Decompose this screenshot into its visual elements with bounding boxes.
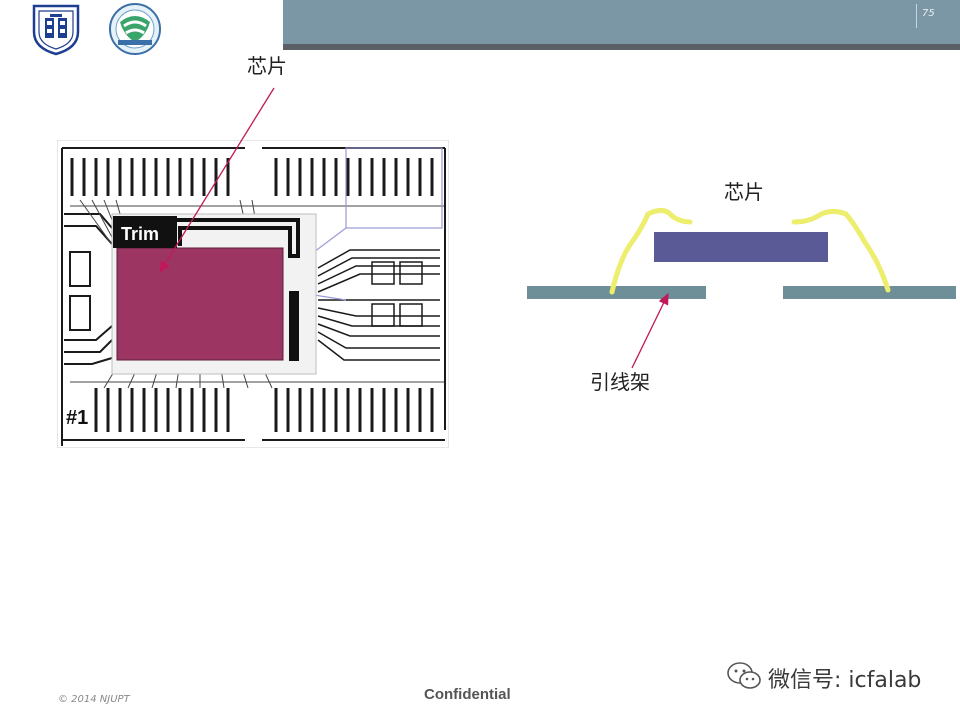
- lead-frame-left-segment: [527, 286, 706, 299]
- header-divider: [916, 4, 917, 28]
- chip-label-cross-section: 芯片: [724, 180, 764, 204]
- slide-number: 75: [922, 8, 935, 19]
- package-top-view: Trim #1: [57, 140, 449, 448]
- bond-wire-left: [609, 208, 693, 295]
- chip-label-top: 芯片: [247, 54, 287, 78]
- chip-die: [116, 247, 284, 361]
- package-cross-section: [527, 208, 956, 299]
- footer-confidential: Confidential: [424, 686, 511, 703]
- society-logo-icon: [109, 3, 161, 55]
- die-frame-right: [289, 291, 299, 361]
- trim-label: Trim: [121, 224, 159, 244]
- footer-copyright: © 2014 NJUPT: [58, 694, 130, 705]
- bond-wire-right: [791, 208, 891, 293]
- wechat-icon: [727, 662, 761, 689]
- lead-frame-right-segment: [783, 286, 956, 299]
- header-bar: [283, 0, 960, 44]
- lead-frame-label: 引线架: [590, 370, 650, 394]
- bottom-leads: [94, 388, 434, 432]
- header-shadow: [283, 44, 960, 50]
- university-seal-icon: [32, 4, 80, 56]
- package-id-label: #1: [66, 407, 88, 429]
- wechat-id-text: 微信号: icfalab: [768, 668, 922, 693]
- chip-cross-section: [654, 232, 828, 262]
- right-leads-fan: [317, 249, 440, 361]
